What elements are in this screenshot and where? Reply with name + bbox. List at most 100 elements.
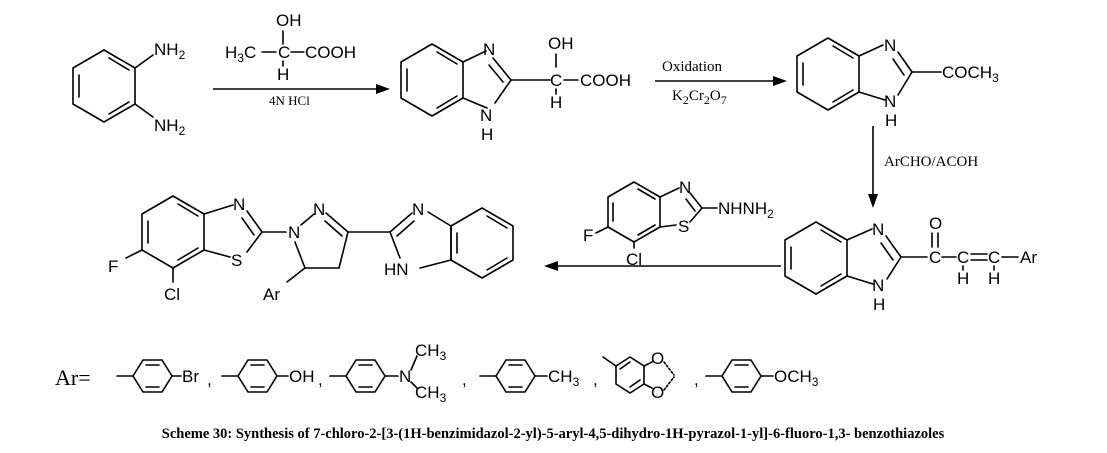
aryl-equals-label: Ar= [55, 365, 91, 390]
benzimidazolyl-chalcone: N N H O C C C H H Ar [784, 214, 1037, 314]
benzene-ring [72, 49, 136, 123]
ring-double-bond [637, 224, 656, 236]
benzene-ring [450, 207, 514, 279]
imidazole-bond [494, 79, 512, 104]
carboxyl-label: COOH [305, 43, 356, 62]
thiazole-bond [659, 187, 680, 198]
aryl-bond [286, 267, 306, 283]
benzene-ring [400, 43, 464, 117]
imidazole-bond [427, 211, 452, 227]
ring-double-bond [177, 203, 199, 217]
aryl-4-dimethylaminophenyl: N CH3 CH3 [329, 341, 447, 405]
benzene-ring [796, 37, 860, 111]
fluoro-bond [125, 249, 143, 259]
separator-comma: , [593, 370, 598, 389]
carbonyl-o-label: O [929, 214, 942, 233]
pyrazoline-double-bond [324, 220, 343, 237]
thiazole-n-label: N [679, 178, 691, 197]
methyl-label: H3C [225, 43, 256, 65]
condition-step2-top: Oxidation [662, 59, 722, 75]
central-carbon-label: C [550, 71, 562, 90]
hydroxyl-label: OH [548, 34, 574, 53]
separator-comma: , [318, 370, 323, 389]
hydroxyl-label: OH [289, 367, 315, 386]
thiazole-bond [246, 210, 263, 233]
imidazole-double-bond [880, 242, 894, 261]
imidazole-bond [886, 256, 902, 280]
imidazole-nh-label: N [480, 106, 492, 125]
ring-double-bond [108, 101, 130, 115]
ring-double-bond [486, 257, 508, 271]
thiazole-bond [689, 207, 703, 223]
imidazole-bond [846, 275, 874, 285]
reaction-arrow-1: 4N HCl [213, 84, 390, 108]
alkene-h1-label: H [957, 269, 969, 288]
amine-label: NH2 [154, 116, 186, 138]
thiazole-bond [246, 231, 263, 253]
fluoro-bond [595, 226, 609, 234]
reaction-arrow-2: Oxidation K2Cr2O7 [655, 59, 787, 107]
fluoro-label: F [583, 226, 593, 245]
methyl-label: CH3 [415, 341, 447, 363]
imidazole-bond [462, 50, 487, 63]
aryl-4-hydroxyphenyl: OH [221, 359, 315, 393]
aryl-4-methoxyphenyl: OCH3 [705, 359, 819, 393]
thiazole-s-label: S [678, 217, 689, 236]
thiazole-s-label: S [231, 251, 242, 270]
alkene-c1-label: C [957, 248, 969, 267]
acetylbenzimidazole: N N H COCH3 [796, 36, 999, 130]
imidazole-n-label: N [884, 36, 896, 55]
pyrazoline-n1-label: N [288, 223, 300, 242]
separator-comma: , [207, 370, 212, 389]
imidazole-bond [846, 228, 873, 241]
condition-step3: ArCHO/ACOH [884, 154, 978, 170]
condition-step1: 4N HCl [269, 93, 310, 108]
ring-double-bond [820, 229, 842, 243]
separator-comma: , [694, 370, 699, 389]
imidazole-double-bond [892, 58, 905, 76]
dioxole-o-label: O [651, 383, 664, 402]
amine-label: NH2 [154, 40, 186, 62]
imidazole-bond [897, 71, 913, 96]
n-n-bond [300, 213, 315, 226]
imidazole-double-bond [389, 212, 413, 233]
ring-double-bond [832, 45, 854, 59]
aryl-definitions: Ar= Br , OH , N [55, 341, 819, 405]
acetyl-label: COCH3 [942, 63, 999, 85]
chloro-label: Cl [626, 250, 642, 269]
nh-hydrogen-label: H [885, 111, 897, 130]
thiazole-n-label: N [233, 195, 245, 214]
imidazole-bond [389, 231, 401, 259]
ring-double-bond [436, 95, 458, 109]
amine-n-label: N [399, 367, 411, 386]
imidazole-bond [885, 235, 902, 258]
imidazole-bond [858, 44, 884, 57]
imidazole-nh-label: HN [384, 260, 409, 279]
chloro-label: Cl [164, 285, 180, 304]
aryl-4-bromophenyl: Br [116, 359, 199, 393]
imidazole-nh-label: N [884, 92, 896, 111]
reaction-arrow-4 [544, 261, 781, 271]
condition-step2-bottom: K2Cr2O7 [672, 88, 727, 107]
thiazole-bond [203, 204, 234, 215]
scheme-caption: Scheme 30: Synthesis of 7-chloro-2-[3-(1… [162, 426, 945, 442]
o-phenylenediamine: NH2 NH2 [72, 40, 186, 138]
dioxole-o-label: O [651, 349, 664, 368]
ring-double-bond [820, 273, 842, 287]
benzene-ring [784, 221, 848, 295]
thiazole-bond [689, 192, 703, 209]
reaction-arrow-3: ArCHO/ACOH [868, 126, 978, 208]
separator-comma: , [462, 370, 467, 389]
carboxyl-label: COOH [580, 71, 631, 90]
amine-bond [134, 54, 154, 69]
methoxy-label: OCH3 [774, 367, 819, 389]
pyrazoline-double-bond [325, 212, 349, 233]
imidazole-bond [858, 91, 886, 101]
imidazole-nh-label: N [872, 276, 884, 295]
amine-bond [134, 103, 154, 118]
ring-double-bond [108, 57, 130, 71]
benzene-ring [141, 195, 205, 269]
methyl-label: CH3 [415, 383, 447, 405]
nh-hydrogen-label: H [873, 295, 885, 314]
